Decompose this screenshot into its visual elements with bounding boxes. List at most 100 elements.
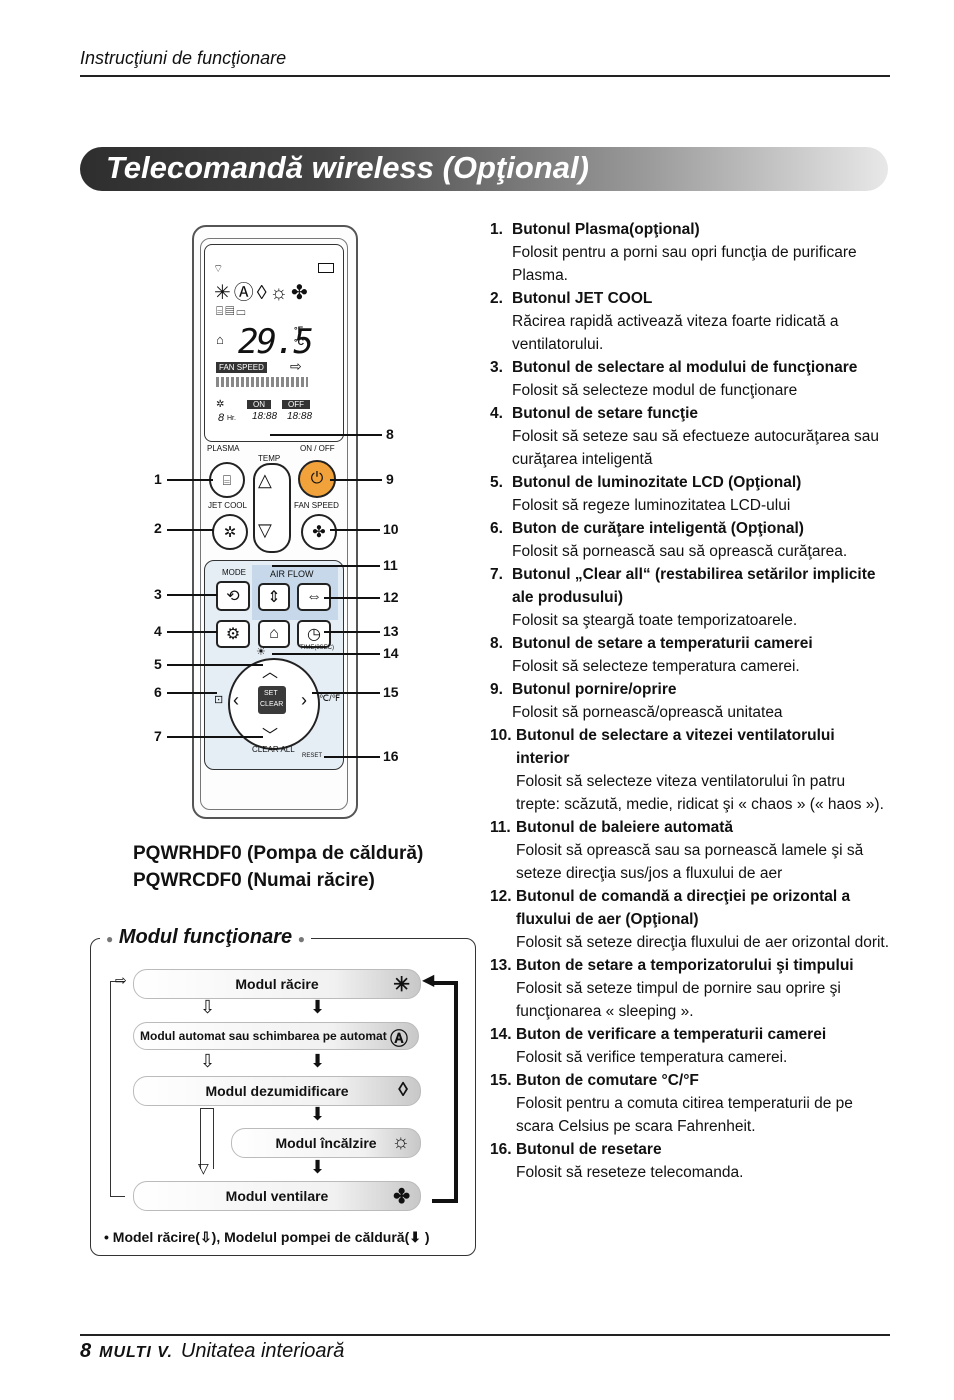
callout-line-8 (270, 434, 382, 436)
footer-text: Unitatea interioară (180, 1340, 345, 1362)
callout-line-14 (272, 653, 380, 655)
item-number: 7. (490, 566, 503, 583)
item-title: Buton de curăţare inteligentă (Opţional) (512, 520, 804, 537)
lcd-unit-c: °C (294, 337, 305, 347)
item-number: 15. (490, 1072, 512, 1089)
mode-icon: ⟲ (226, 588, 240, 605)
jet-cool-button[interactable]: ✲ (212, 514, 248, 550)
battery-icon (318, 263, 334, 273)
lcd-off: OFF (282, 400, 310, 409)
running-header: Instrucţiuni de funcţionare (80, 48, 287, 68)
item-description: Folosit să regeze luminozitatea LCD-ului (512, 497, 791, 514)
set-clear-button[interactable] (258, 686, 286, 714)
item-description: Folosit pentru a porni sau opri funcţia … (512, 244, 857, 284)
item-description: Folosit să seteze sau să efectueze autoc… (512, 428, 880, 468)
note-prefix: • Model răcire( (104, 1229, 200, 1245)
callout-line-1 (167, 479, 213, 481)
list-item: 6.Buton de curăţare inteligentă (Opţiona… (490, 517, 890, 563)
item-description: Folosit să pornească sau să oprească cur… (512, 543, 848, 560)
callout-line-5 (167, 664, 263, 666)
callout-line-15 (312, 692, 380, 694)
item-title: Buton de verificare a temperaturii camer… (516, 1026, 827, 1043)
list-item: 14.Buton de verificare a temperaturii ca… (490, 1023, 890, 1069)
lcd-on: ON (247, 400, 271, 409)
item-number: 3. (490, 359, 503, 376)
fan-speed-button[interactable]: ✤ (301, 514, 337, 550)
mode-button[interactable]: ⟲ (216, 581, 250, 611)
item-title: Butonul de luminozitate LCD (Opţional) (512, 474, 802, 491)
lcd-fan-bar (216, 377, 308, 387)
arrow-down-outline-icon: ⇩ (200, 1051, 216, 1071)
item-description: Folosit să selecteze modul de funcţionar… (512, 382, 798, 399)
item-description: Folosit să seteze direcţia fluxului de a… (516, 934, 890, 951)
set-label: SET (264, 690, 278, 697)
skip-arrow-head-icon: ▽ (198, 1160, 209, 1176)
footer-rule (80, 1334, 890, 1336)
callout-4: 4 (154, 623, 162, 639)
room-temp-button[interactable]: ⌂ (258, 620, 290, 648)
remote-inner-frame (200, 238, 348, 810)
arrow-down-solid-icon: ⬇ (310, 1157, 326, 1177)
callout-line-2 (167, 529, 213, 531)
light-bulb-icon: ☀ (256, 646, 266, 658)
temp-down-button[interactable]: ▽ (258, 520, 272, 540)
lcd-temperature: 29.5 (238, 322, 314, 362)
item-title: Buton de comutare °C/°F (516, 1072, 699, 1089)
callout-14: 14 (383, 645, 399, 661)
callout-line-12 (324, 597, 380, 599)
lcd-hr-digit: 8 (218, 412, 225, 424)
fan-icon: ✤ (312, 524, 326, 541)
lcd-mode-icons: ✳Ⓐ◊☼✤ (214, 282, 311, 304)
callout-line-11 (272, 565, 380, 567)
item-number: 12. (490, 888, 512, 905)
clear-label: CLEAR (260, 701, 284, 708)
vertical-arrows-icon: ⇕ (267, 589, 281, 606)
arrow-down-outline-icon: ⇩ (200, 997, 216, 1017)
item-number: 1. (490, 221, 503, 238)
pad-up-button[interactable]: ︿ (262, 664, 279, 681)
lcd-time-on: 18:88 (252, 411, 278, 422)
callout-line-3 (167, 594, 217, 596)
power-button[interactable]: ⏻ (298, 460, 336, 498)
plasma-icon: ⌸ (222, 471, 232, 488)
lcd-arrow-icon: ⇨ (290, 358, 302, 374)
page-footer: 8 MULTI V. Unitatea interioară (80, 1340, 344, 1363)
list-item: 10.Butonul de selectare a vitezei ventil… (490, 724, 890, 816)
lcd-small-icons: ⌸▤▭ (216, 304, 248, 318)
arrow-down-solid-icon: ⬇ (409, 1229, 421, 1245)
snowflake-icon: ✳ (393, 974, 410, 996)
arrow-down-solid-icon: ⬇ (310, 997, 326, 1017)
arrow-down-solid-icon: ⬇ (310, 1051, 326, 1071)
auto-ai-icon: Ⓐ (390, 1029, 408, 1049)
sun-icon: ☼ (391, 1131, 410, 1153)
callout-1: 1 (154, 471, 162, 487)
air-flow-label: AIR FLOW (270, 569, 314, 579)
swing-vertical-button[interactable]: ⇕ (258, 583, 290, 611)
clear-all-label: CLEAR ALL (252, 745, 295, 754)
clock-icon: ◷ (307, 626, 321, 643)
item-description: Răcirea rapidă activează viteza foarte r… (512, 313, 839, 353)
horizontal-arrows-icon: ⇔ (306, 588, 322, 605)
reset-label[interactable]: RESET (302, 753, 323, 759)
list-item: 4. Butonul de setare funcţie Folosit să s… (490, 402, 890, 471)
temp-rocker (253, 463, 291, 553)
pad-left-button[interactable]: ‹ (233, 690, 239, 710)
callout-line-6 (167, 692, 217, 694)
function-button[interactable]: ⚙ (216, 620, 250, 648)
mode-fan: Modul ventilare ✤ (133, 1181, 421, 1211)
pad-down-button[interactable]: ﹀ (262, 728, 279, 745)
pad-right-button[interactable]: › (301, 690, 307, 710)
item-description: Folosit să seteze timpul de pornire sau … (516, 980, 841, 1020)
timer-button[interactable]: ◷ (297, 620, 331, 648)
list-item: 8.Butonul de setare a temperaturii camer… (490, 632, 890, 678)
item-number: 4. (490, 405, 503, 422)
plasma-button[interactable]: ⌸ (209, 462, 245, 498)
item-title: Butonul de baleiere automată (516, 819, 734, 836)
item-title: Butonul de setare funcţie (512, 405, 699, 422)
item-title: Buton de setare a temporizatorului şi ti… (516, 957, 854, 974)
item-title: Butonul JET COOL (512, 290, 653, 307)
temp-up-button[interactable]: △ (258, 470, 272, 490)
callout-16: 16 (383, 748, 399, 764)
item-description: Folosit să verifice temperatura camerei. (516, 1049, 788, 1066)
list-item: 7.Butonul „Clear all“ (restabilirea setă… (490, 563, 890, 632)
